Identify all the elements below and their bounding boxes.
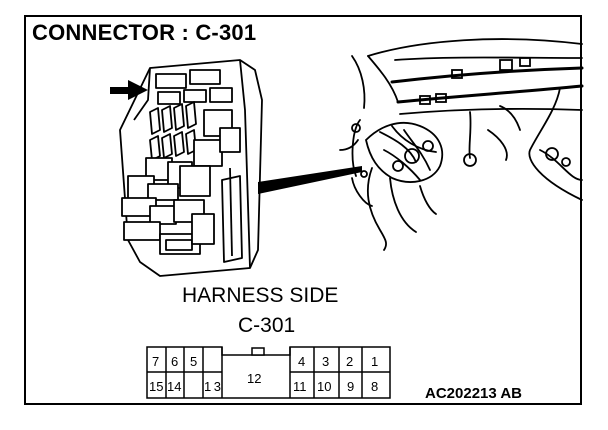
pin-5: 5	[190, 354, 197, 369]
harness-side-label: HARNESS SIDE	[182, 284, 339, 307]
connector-title: CONNECTOR : C-301	[32, 20, 257, 45]
pin-6: 6	[171, 354, 178, 369]
connector-id-label: C-301	[238, 314, 296, 337]
pin-8: 8	[371, 379, 378, 394]
pin-7: 7	[152, 354, 159, 369]
pin-12: 12	[247, 371, 261, 386]
pin-9: 9	[347, 379, 354, 394]
pin-15: 15	[149, 379, 163, 394]
pin-3: 3	[322, 354, 329, 369]
diagram-frame	[24, 15, 582, 405]
pin-11: 11	[293, 379, 307, 394]
connector-face	[146, 346, 391, 399]
pin-2: 2	[346, 354, 353, 369]
pin-1: 1	[371, 354, 378, 369]
pin-4: 4	[298, 354, 305, 369]
pointer-arrow	[110, 80, 148, 100]
dashboard-harness	[339, 38, 584, 251]
figure-code: AC202213 AB	[425, 385, 522, 402]
relay-box	[119, 59, 263, 277]
pin-10: 10	[317, 379, 331, 394]
pin-14: 14	[167, 379, 181, 394]
leader-wedge	[258, 166, 362, 194]
